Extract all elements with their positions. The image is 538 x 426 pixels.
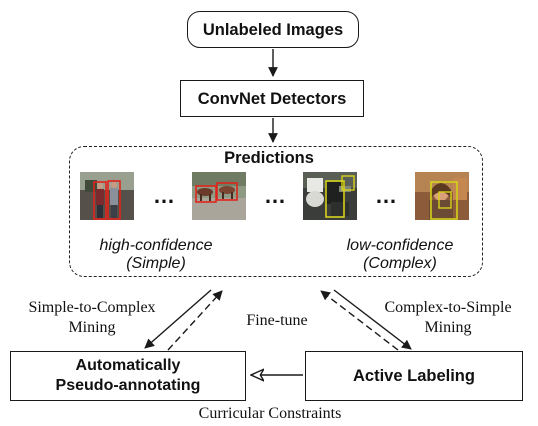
predictions-title: Predictions xyxy=(224,149,314,167)
low-confidence-box xyxy=(325,180,345,218)
complex-to-simple-text: Complex-to-Simple xyxy=(384,299,512,316)
simple-to-complex-label: Simple-to-Complex Mining xyxy=(8,298,176,338)
high-confidence-label: high-confidence (Simple) xyxy=(86,237,226,273)
active-labeling-node: Active Labeling xyxy=(305,351,523,401)
ellipsis: … xyxy=(375,183,398,208)
low-confidence-box xyxy=(430,181,458,220)
curricular-constraints-label: Curricular Constraints xyxy=(198,405,342,422)
high-confidence-box xyxy=(93,181,107,220)
ellipsis: … xyxy=(264,183,287,208)
prediction-image-portrait xyxy=(415,172,469,220)
predictions-region xyxy=(69,146,483,277)
arrow-predictions-to-auto xyxy=(144,289,212,349)
auto-pseudo-annotating-node: Automatically Pseudo-annotating xyxy=(10,351,246,401)
unlabeled-images-label: Unlabeled Images xyxy=(202,20,344,39)
auto-pseudo-annotating-label-line1: Automatically xyxy=(75,357,181,374)
prediction-image-street xyxy=(80,172,134,220)
prediction-image-animals xyxy=(192,172,246,220)
high-confidence-box xyxy=(195,185,217,203)
prediction-image-machine xyxy=(303,172,357,220)
low-confidence-text: low-confidence xyxy=(346,237,454,254)
convnet-detectors-label: ConvNet Detectors xyxy=(197,89,347,108)
high-confidence-box xyxy=(107,180,121,220)
high-confidence-text: high-confidence xyxy=(99,237,213,254)
high-confidence-box xyxy=(216,182,238,201)
arrow-auto-to-predictions-finetune xyxy=(167,290,223,351)
active-labeling-label: Active Labeling xyxy=(353,367,475,385)
low-confidence-box xyxy=(341,175,355,191)
mining-text: Mining xyxy=(424,319,472,336)
simple-text: (Simple) xyxy=(126,255,186,272)
simple-to-complex-text: Simple-to-Complex xyxy=(28,299,156,316)
complex-text: (Complex) xyxy=(363,255,437,272)
ellipsis: … xyxy=(153,183,176,208)
arrow-predictions-to-active xyxy=(333,289,412,350)
mining-text: Mining xyxy=(68,319,116,336)
convnet-detectors-node: ConvNet Detectors xyxy=(180,80,364,117)
low-confidence-label: low-confidence (Complex) xyxy=(330,237,470,273)
fine-tune-label: Fine-tune xyxy=(246,312,308,329)
low-confidence-box xyxy=(438,191,452,209)
arrow-active-to-predictions-finetune xyxy=(320,290,399,351)
complex-to-simple-label: Complex-to-Simple Mining xyxy=(360,298,536,338)
unlabeled-images-node: Unlabeled Images xyxy=(187,11,359,48)
auto-pseudo-annotating-label-line2: Pseudo-annotating xyxy=(55,377,201,394)
